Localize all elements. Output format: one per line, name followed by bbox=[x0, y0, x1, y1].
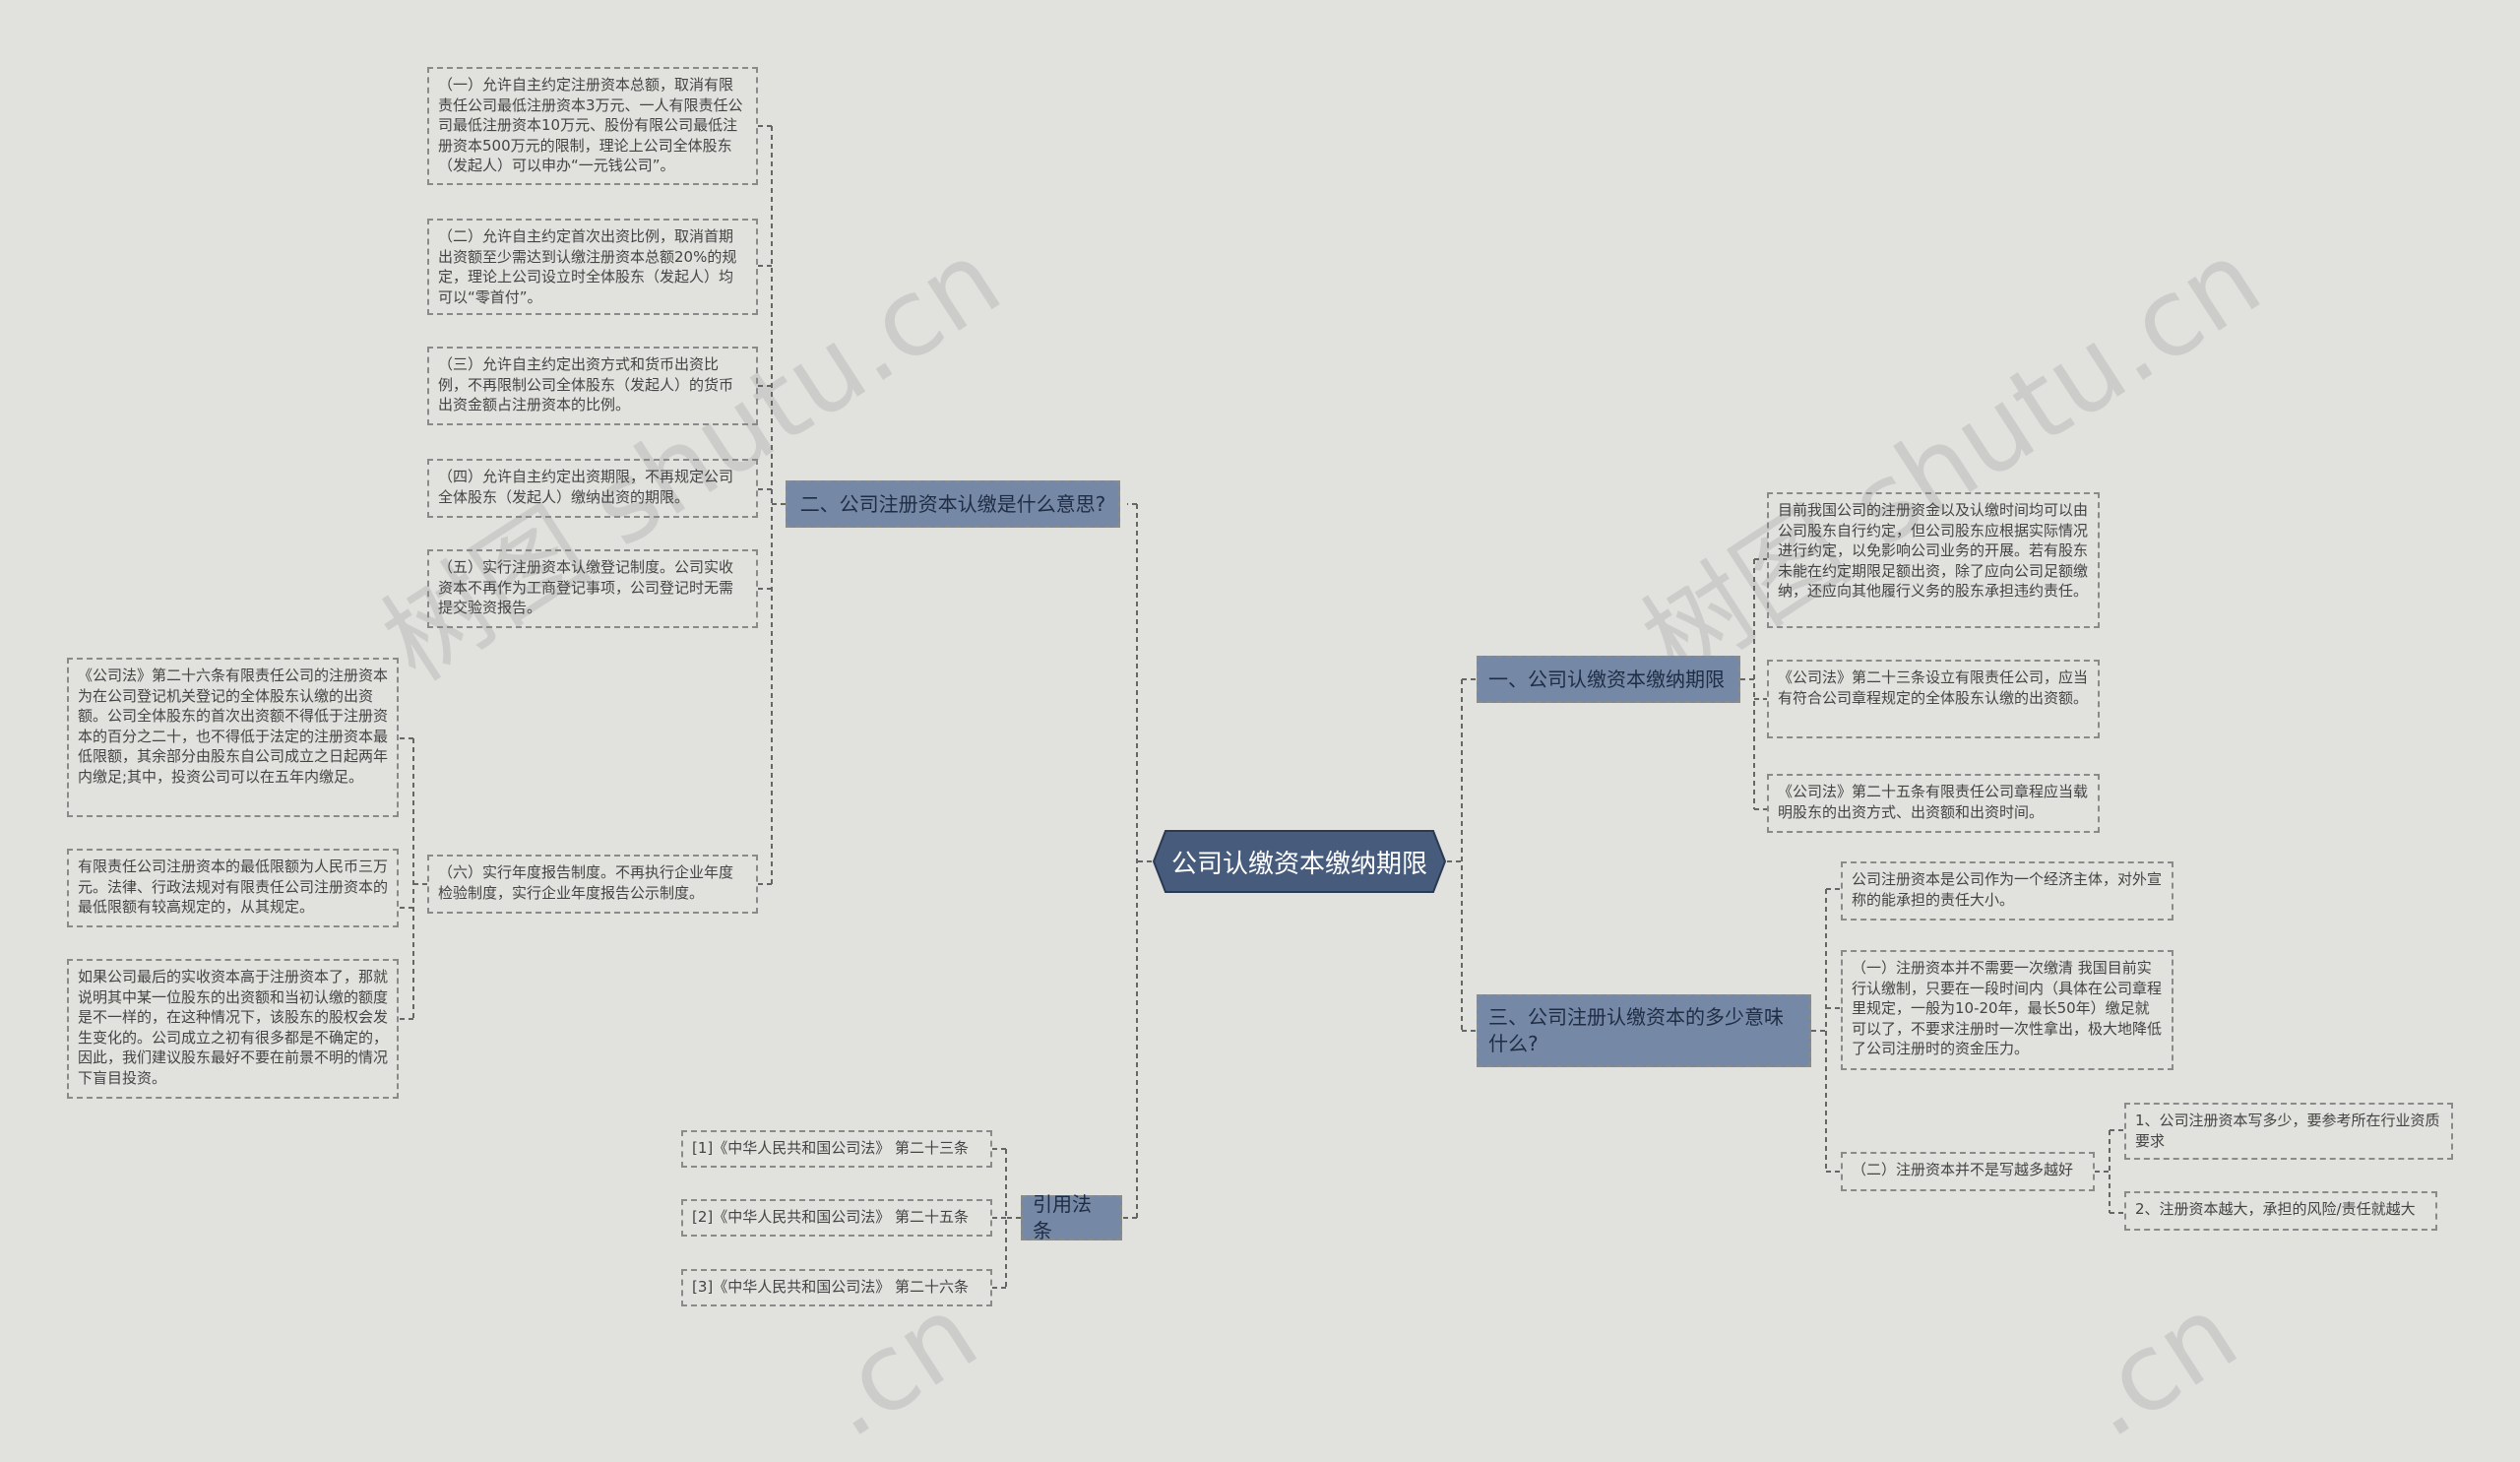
leaf-b2-6b[interactable]: 有限责任公司注册资本的最低限额为人民币三万元。法律、行政法规对有限责任公司注册资… bbox=[67, 849, 399, 927]
leaf-b3-3a[interactable]: 1、公司注册资本写多少，要参考所在行业资质要求 bbox=[2124, 1103, 2453, 1160]
branch-b1[interactable]: 一、公司认缴资本缴纳期限 bbox=[1477, 656, 1740, 703]
leaf-b1-1[interactable]: 目前我国公司的注册资金以及认缴时间均可以由公司股东自行约定，但公司股东应根据实际… bbox=[1767, 492, 2100, 628]
root-label: 公司认缴资本缴纳期限 bbox=[1170, 849, 1427, 879]
root-shape bbox=[1152, 830, 1447, 893]
leaf-b3-2[interactable]: （一）注册资本并不需要一次缴清 我国目前实行认缴制，只要在一段时间内（具体在公司… bbox=[1841, 950, 2174, 1070]
leaf-b4-3[interactable]: [3]《中华人民共和国公司法》 第二十六条 bbox=[681, 1269, 992, 1306]
leaf-b4-1[interactable]: [1]《中华人民共和国公司法》 第二十三条 bbox=[681, 1130, 992, 1168]
leaf-b2-3[interactable]: （三）允许自主约定出资方式和货币出资比例，不再限制公司全体股东（发起人）的货币出… bbox=[427, 347, 758, 425]
leaf-b2-4[interactable]: （四）允许自主约定出资期限，不再规定公司全体股东（发起人）缴纳出资的期限。 bbox=[427, 459, 758, 518]
leaf-b1-2[interactable]: 《公司法》第二十三条设立有限责任公司，应当有符合公司章程规定的全体股东认缴的出资… bbox=[1767, 660, 2100, 738]
leaf-b2-6c[interactable]: 如果公司最后的实收资本高于注册资本了，那就说明其中某一位股东的出资额和当初认缴的… bbox=[67, 959, 399, 1099]
root-trunk bbox=[1447, 679, 1463, 1031]
branch-b2[interactable]: 二、公司注册资本认缴是什么意思? bbox=[786, 480, 1120, 528]
branch-b3[interactable]: 三、公司注册认缴资本的多少意味什么? bbox=[1477, 994, 1811, 1067]
leaf-b4-2[interactable]: [2]《中华人民共和国公司法》 第二十五条 bbox=[681, 1199, 992, 1237]
leaf-b2-5[interactable]: （五）实行注册资本认缴登记制度。公司实收资本不再作为工商登记事项，公司登记时无需… bbox=[427, 549, 758, 628]
connector-lines bbox=[399, 125, 2124, 1289]
leaf-b2-6a[interactable]: 《公司法》第二十六条有限责任公司的注册资本为在公司登记机关登记的全体股东认缴的出… bbox=[67, 658, 399, 817]
leaf-b2-6[interactable]: （六）实行年度报告制度。不再执行企业年度检验制度，实行企业年度报告公示制度。 bbox=[427, 855, 758, 914]
leaf-b2-2[interactable]: （二）允许自主约定首次出资比例，取消首期出资额至少需达到认缴注册资本总额20%的… bbox=[427, 219, 758, 315]
leaf-b3-1[interactable]: 公司注册资本是公司作为一个经济主体，对外宣称的能承担的责任大小。 bbox=[1841, 861, 2174, 921]
leaf-b1-3[interactable]: 《公司法》第二十五条有限责任公司章程应当载明股东的出资方式、出资额和出资时间。 bbox=[1767, 774, 2100, 833]
leaf-b2-1[interactable]: （一）允许自主约定注册资本总额，取消有限责任公司最低注册资本3万元、一人有限责任… bbox=[427, 67, 758, 185]
branch-b4[interactable]: 引用法条 bbox=[1021, 1192, 1122, 1242]
root-node[interactable]: 公司认缴资本缴纳期限 bbox=[1152, 829, 1447, 894]
root-trunk-left bbox=[1136, 504, 1152, 1218]
leaf-b3-3b[interactable]: 2、注册资本越大，承担的风险/责任就越大 bbox=[2124, 1191, 2437, 1231]
leaf-b3-3[interactable]: （二）注册资本并不是写越多越好 bbox=[1841, 1152, 2095, 1191]
